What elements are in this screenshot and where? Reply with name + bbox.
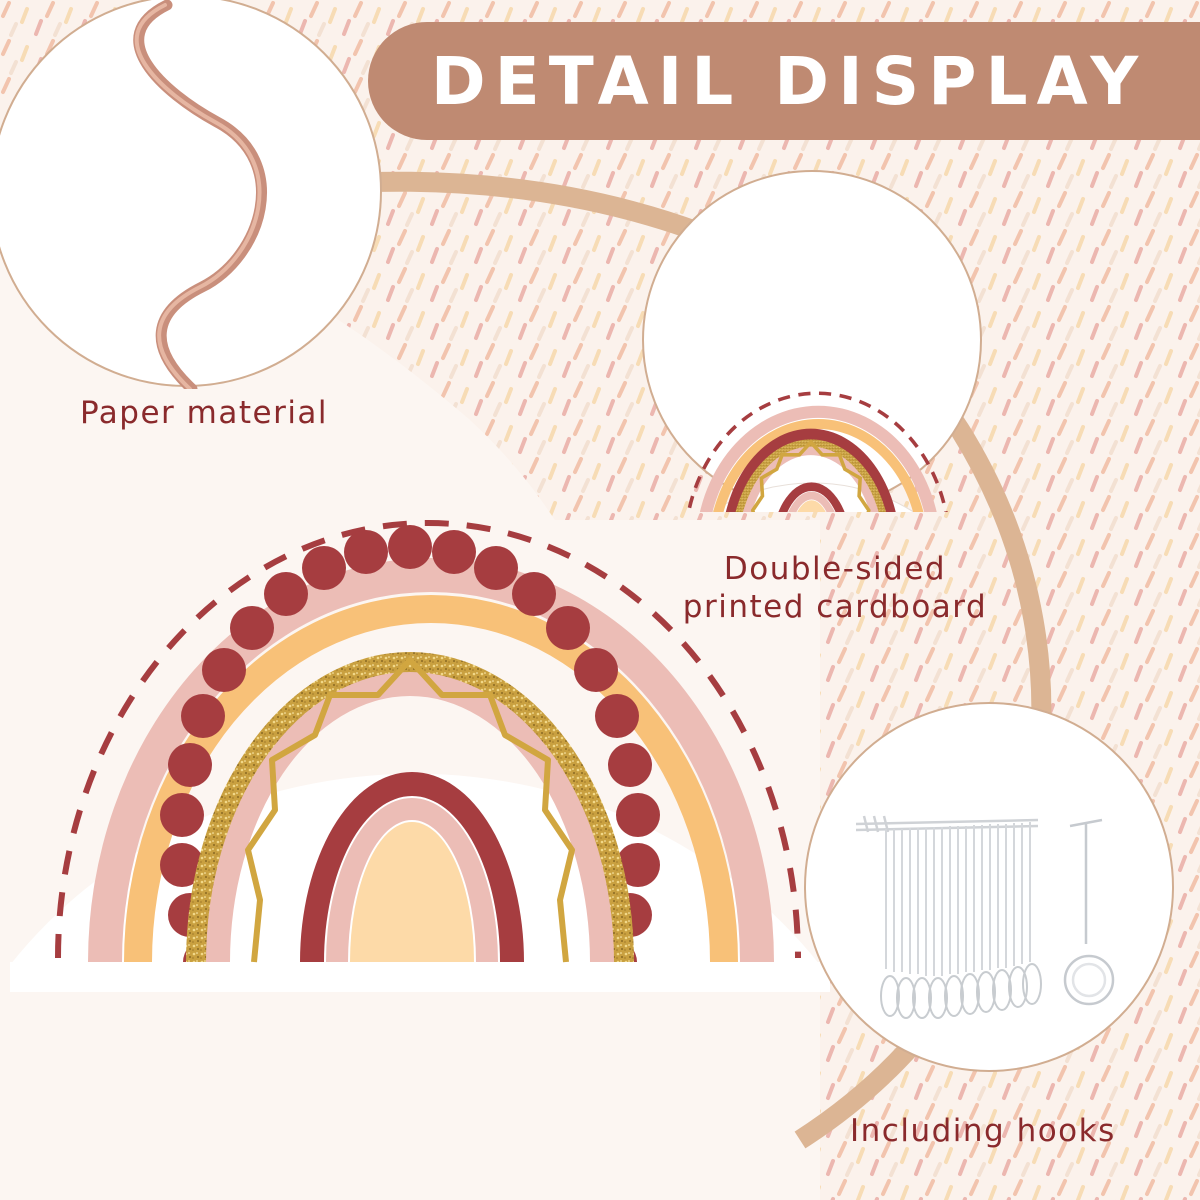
cardboard-label-line1: Double-sided bbox=[723, 551, 947, 587]
page-title: DETAIL DISPLAY bbox=[430, 42, 1148, 120]
plastic-hooks-icon bbox=[855, 815, 1115, 1019]
cardboard-circle bbox=[642, 170, 982, 553]
cardboard-label: Double-sided printed cardboard bbox=[660, 550, 1010, 626]
paper-material-circle bbox=[0, 0, 382, 395]
cardboard-label-line2: printed cardboard bbox=[682, 589, 988, 625]
paper-material-label: Paper material bbox=[80, 395, 329, 431]
main-rainbow-image bbox=[10, 520, 830, 992]
hooks-label: Including hooks bbox=[850, 1113, 1116, 1149]
curled-paper-strip-icon bbox=[133, 0, 267, 395]
title-banner: DETAIL DISPLAY bbox=[368, 22, 1200, 140]
hooks-circle bbox=[804, 702, 1174, 1072]
boho-rainbow-cardboard-icon bbox=[666, 391, 959, 553]
